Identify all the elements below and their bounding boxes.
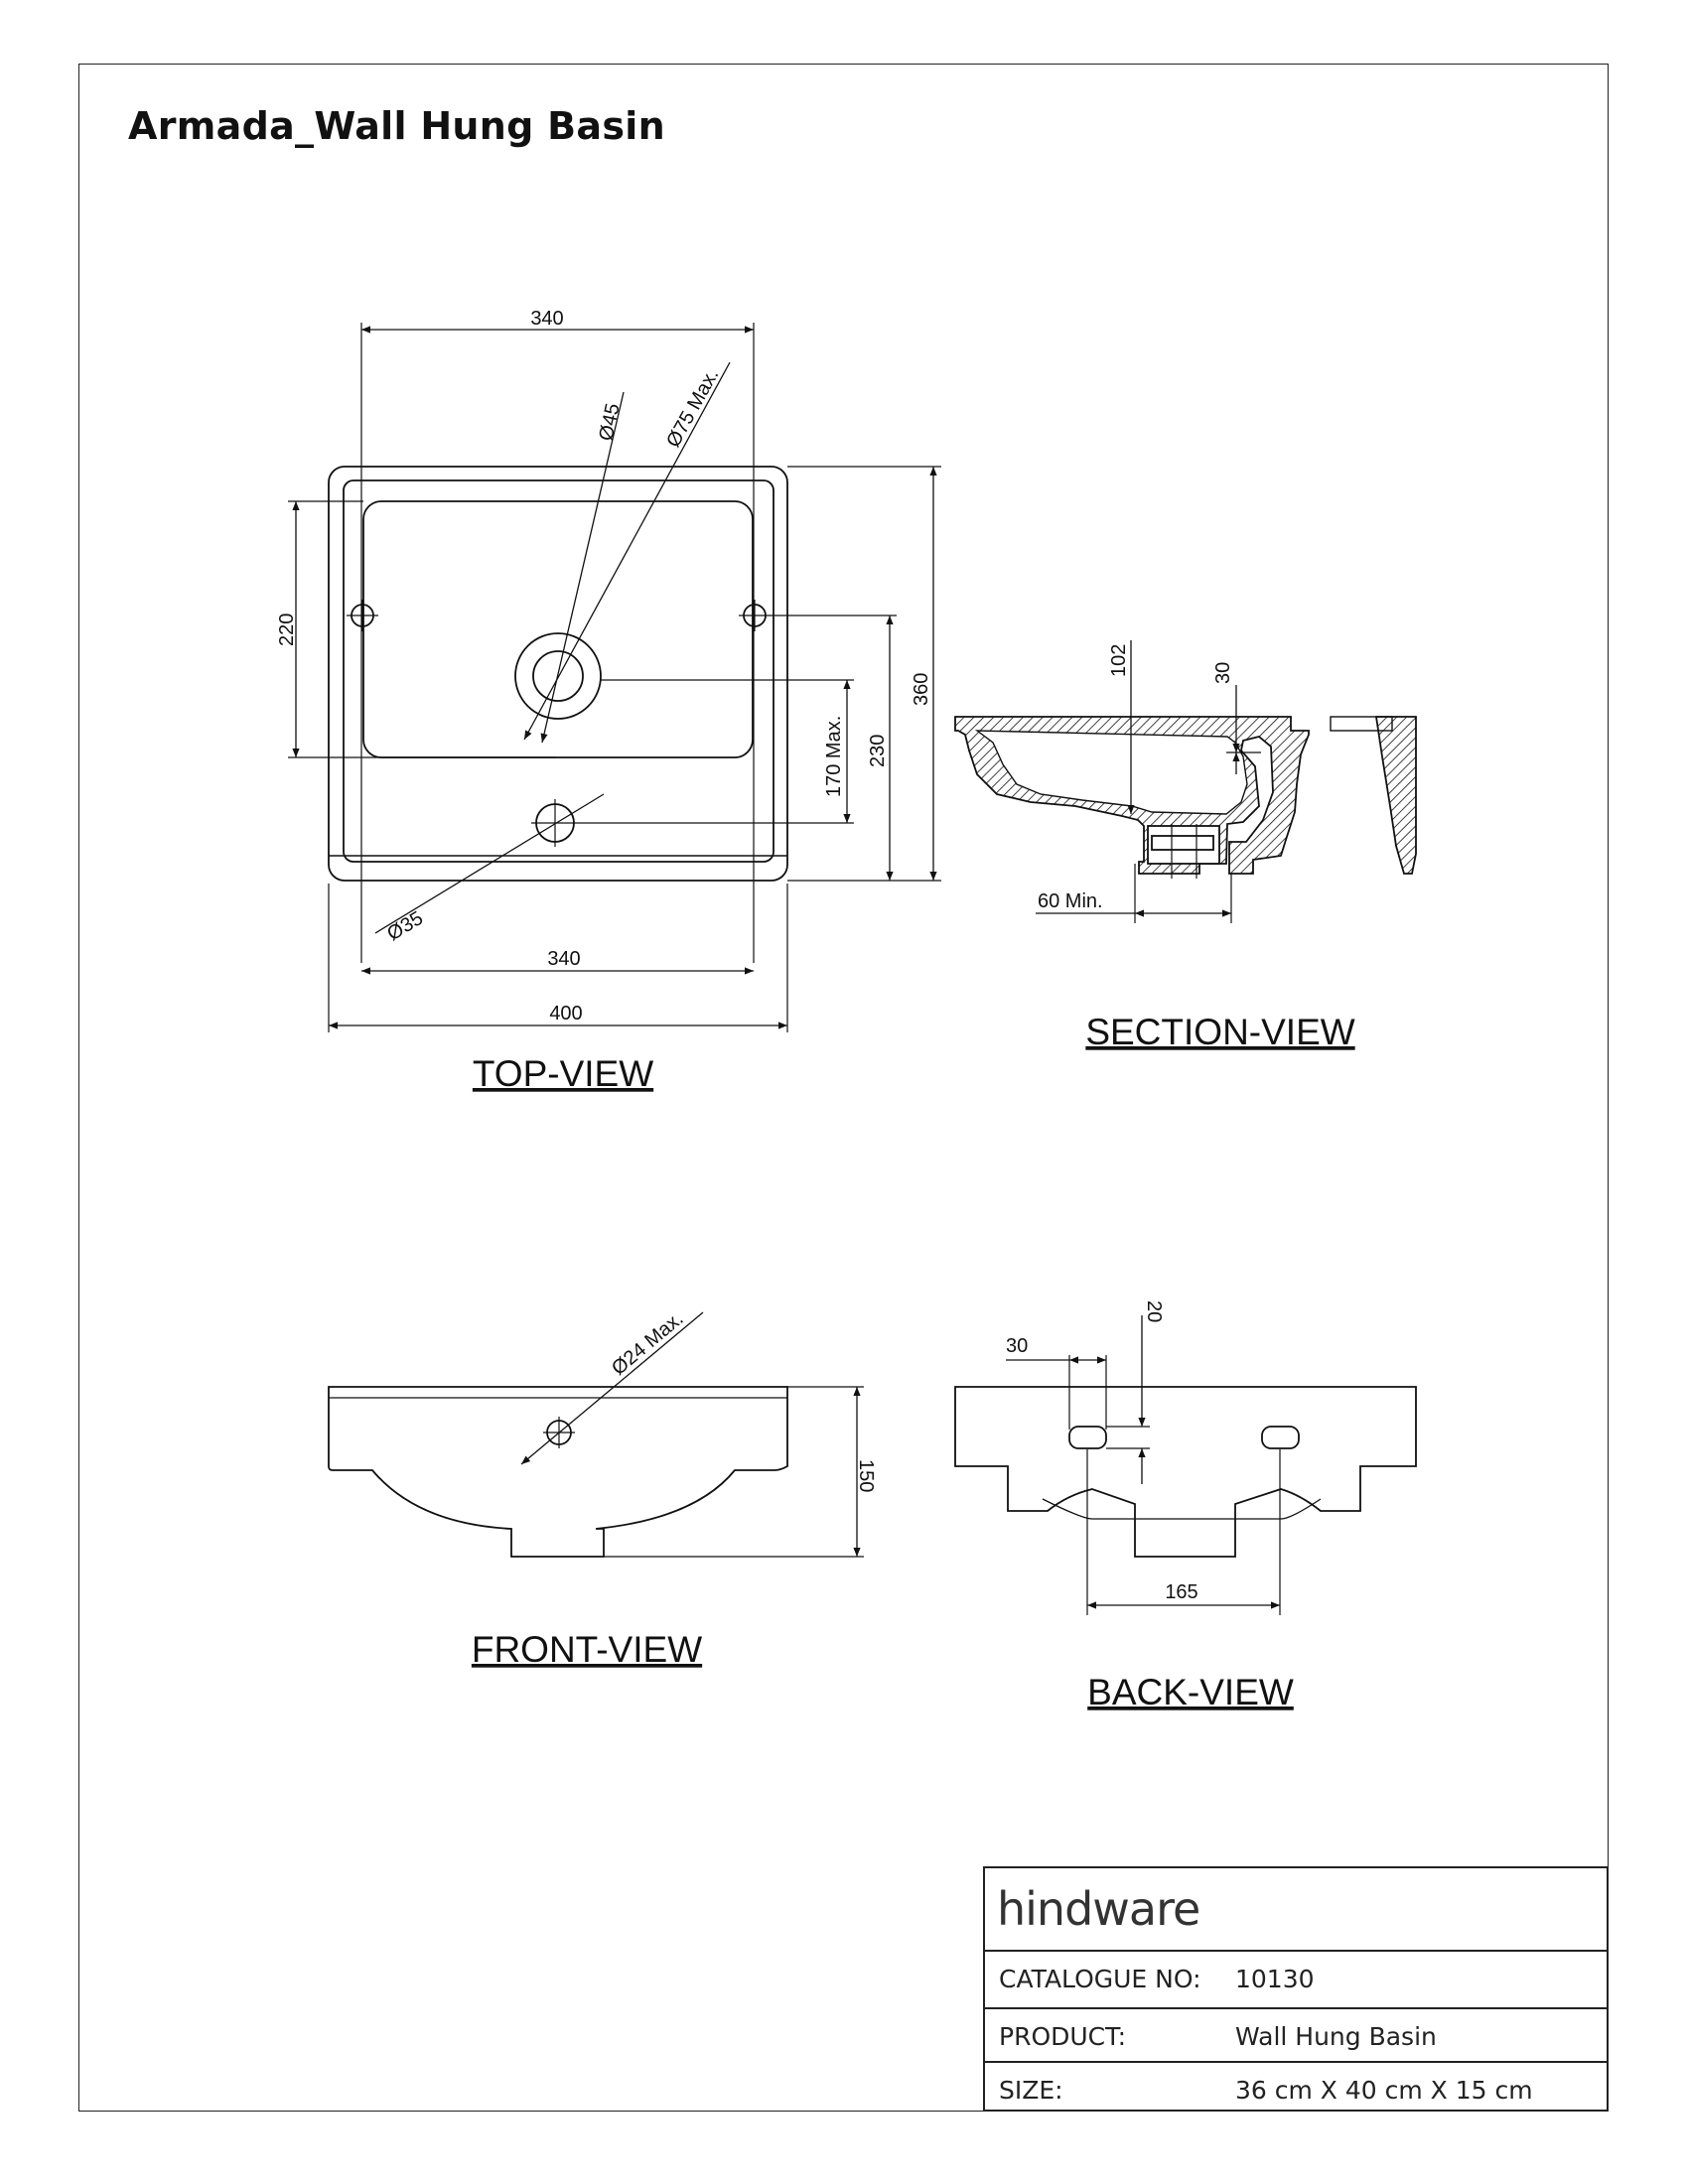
drain-outer: [514, 632, 602, 720]
dim-depth-230: 230: [867, 735, 889, 767]
top-view-inner-rim: [343, 479, 774, 863]
size-label: SIZE:: [999, 2076, 1063, 2105]
dim-drain-170-max: 170 Max.: [823, 716, 845, 797]
dim-width-340-top: 340: [530, 308, 563, 330]
drain-inner: [532, 650, 584, 702]
title-block: hindware CATALOGUE NO: 10130 PRODUCT: Wa…: [983, 1866, 1609, 2112]
dim-depth-360: 360: [911, 673, 932, 706]
front-view-outline: [328, 1386, 788, 1558]
dim-depth-102: 102: [1108, 644, 1130, 677]
dim-width-400: 400: [549, 1003, 582, 1024]
dim-width-340-bottom: 340: [547, 948, 580, 970]
catalogue-value: 10130: [1235, 1965, 1315, 1993]
top-view-bowl: [362, 500, 754, 758]
section-view-dimensions: 102 30 60 Min. SECTION-VIEW: [1038, 644, 1355, 1052]
front-view-dimensions: Ø24 Max. 150 FRONT-VIEW: [472, 1307, 877, 1670]
dim-hole-75: Ø75 Max.: [662, 365, 723, 451]
section-view-label: SECTION-VIEW: [1085, 1012, 1354, 1052]
dim-height-150: 150: [855, 1459, 877, 1492]
top-view-dimensions: 340 Ø45 Ø75 Max. 220 360 230 170 Max. Ø3…: [276, 308, 932, 1094]
front-view-label: FRONT-VIEW: [472, 1629, 702, 1670]
dim-rim-30: 30: [1212, 662, 1234, 684]
dim-hole-45: Ø45: [595, 401, 624, 443]
product-value: Wall Hung Basin: [1235, 2022, 1437, 2051]
section-rear-wall: [1374, 716, 1417, 875]
back-view: [954, 1315, 1417, 1615]
title-block-brand-row: hindware: [985, 1868, 1607, 1952]
title-block-row: SIZE: 36 cm X 40 cm X 15 cm: [985, 2063, 1607, 2114]
size-value: 36 cm X 40 cm X 15 cm: [1235, 2076, 1533, 2105]
back-view-slot-right: [1261, 1426, 1300, 1449]
dim-slot-20: 20: [1143, 1300, 1165, 1322]
product-label: PRODUCT:: [999, 2022, 1127, 2051]
catalogue-label: CATALOGUE NO:: [999, 1965, 1201, 1993]
back-view-outline: [954, 1386, 1417, 1558]
dim-height-220: 220: [276, 614, 298, 646]
top-view-label: TOP-VIEW: [473, 1053, 653, 1094]
back-view-dimensions: 30 20 165 BACK-VIEW: [1006, 1300, 1294, 1712]
dim-hole-24-max: Ø24 Max.: [608, 1307, 688, 1380]
dim-slot-30: 30: [1006, 1335, 1028, 1357]
dim-waste-60-min: 60 Min.: [1038, 890, 1103, 912]
section-view: [954, 640, 1417, 923]
drawing-frame: [78, 64, 1609, 2112]
drawing-title: Armada_Wall Hung Basin: [128, 104, 665, 148]
title-block-row: PRODUCT: Wall Hung Basin: [985, 2009, 1607, 2063]
title-block-row: CATALOGUE NO: 10130: [985, 1952, 1607, 2009]
top-view-outer-outline: [328, 466, 788, 882]
back-view-label: BACK-VIEW: [1087, 1672, 1294, 1712]
back-view-slot-left: [1068, 1426, 1107, 1449]
front-view: [328, 1311, 864, 1558]
top-view: [288, 323, 941, 1032]
dim-spacing-165: 165: [1165, 1581, 1197, 1603]
dim-hole-35: Ø35: [383, 907, 427, 945]
brand-logo: hindware: [997, 1882, 1200, 1936]
